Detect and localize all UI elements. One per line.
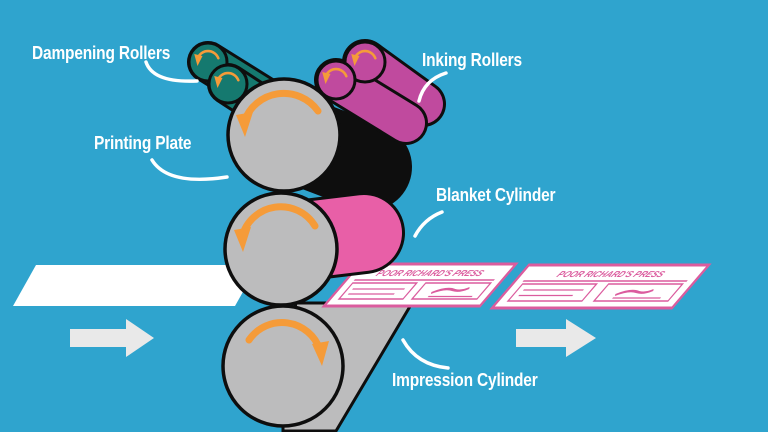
leader-line-plate xyxy=(150,158,229,181)
rotation-arrow-icon xyxy=(236,89,322,137)
rotation-arrow-icon xyxy=(245,319,329,366)
printed-sheet-right: POOR RICHARD'S PRESS xyxy=(489,263,712,310)
label-dampening-rollers: Dampening Rollers xyxy=(32,43,171,63)
label-impression-cylinder: Impression Cylinder xyxy=(392,370,538,390)
inking-rollers xyxy=(314,39,446,145)
sheet-logo-squiggle xyxy=(614,288,654,297)
printed-sheet-title: POOR RICHARD'S PRESS xyxy=(373,269,487,278)
blank-paper-sheet xyxy=(13,265,258,306)
leader-line-impression xyxy=(401,338,450,370)
flow-arrow-icon xyxy=(70,319,154,357)
rotation-arrow-icon xyxy=(351,49,377,66)
printed-sheet-title: POOR RICHARD'S PRESS xyxy=(554,270,668,279)
leader-line-dampening xyxy=(144,60,199,83)
leader-line-inking xyxy=(417,71,448,103)
flow-arrow-icon xyxy=(516,319,596,357)
label-printing-plate: Printing Plate xyxy=(94,133,192,153)
inking-roller-cap xyxy=(315,59,357,101)
dampening-roller-cap xyxy=(207,63,249,105)
rotation-arrow-icon xyxy=(234,203,319,252)
rotation-arrow-icon xyxy=(214,71,240,88)
rotation-arrow-icon xyxy=(194,49,220,66)
label-inking-rollers: Inking Rollers xyxy=(422,50,522,70)
printed-sheet-middle: POOR RICHARD'S PRESS xyxy=(321,262,519,308)
label-blanket-cylinder: Blanket Cylinder xyxy=(436,185,556,205)
sheet-logo-squiggle xyxy=(430,286,470,295)
rotation-arrow-icon xyxy=(322,67,348,84)
leader-line-blanket xyxy=(413,210,444,238)
